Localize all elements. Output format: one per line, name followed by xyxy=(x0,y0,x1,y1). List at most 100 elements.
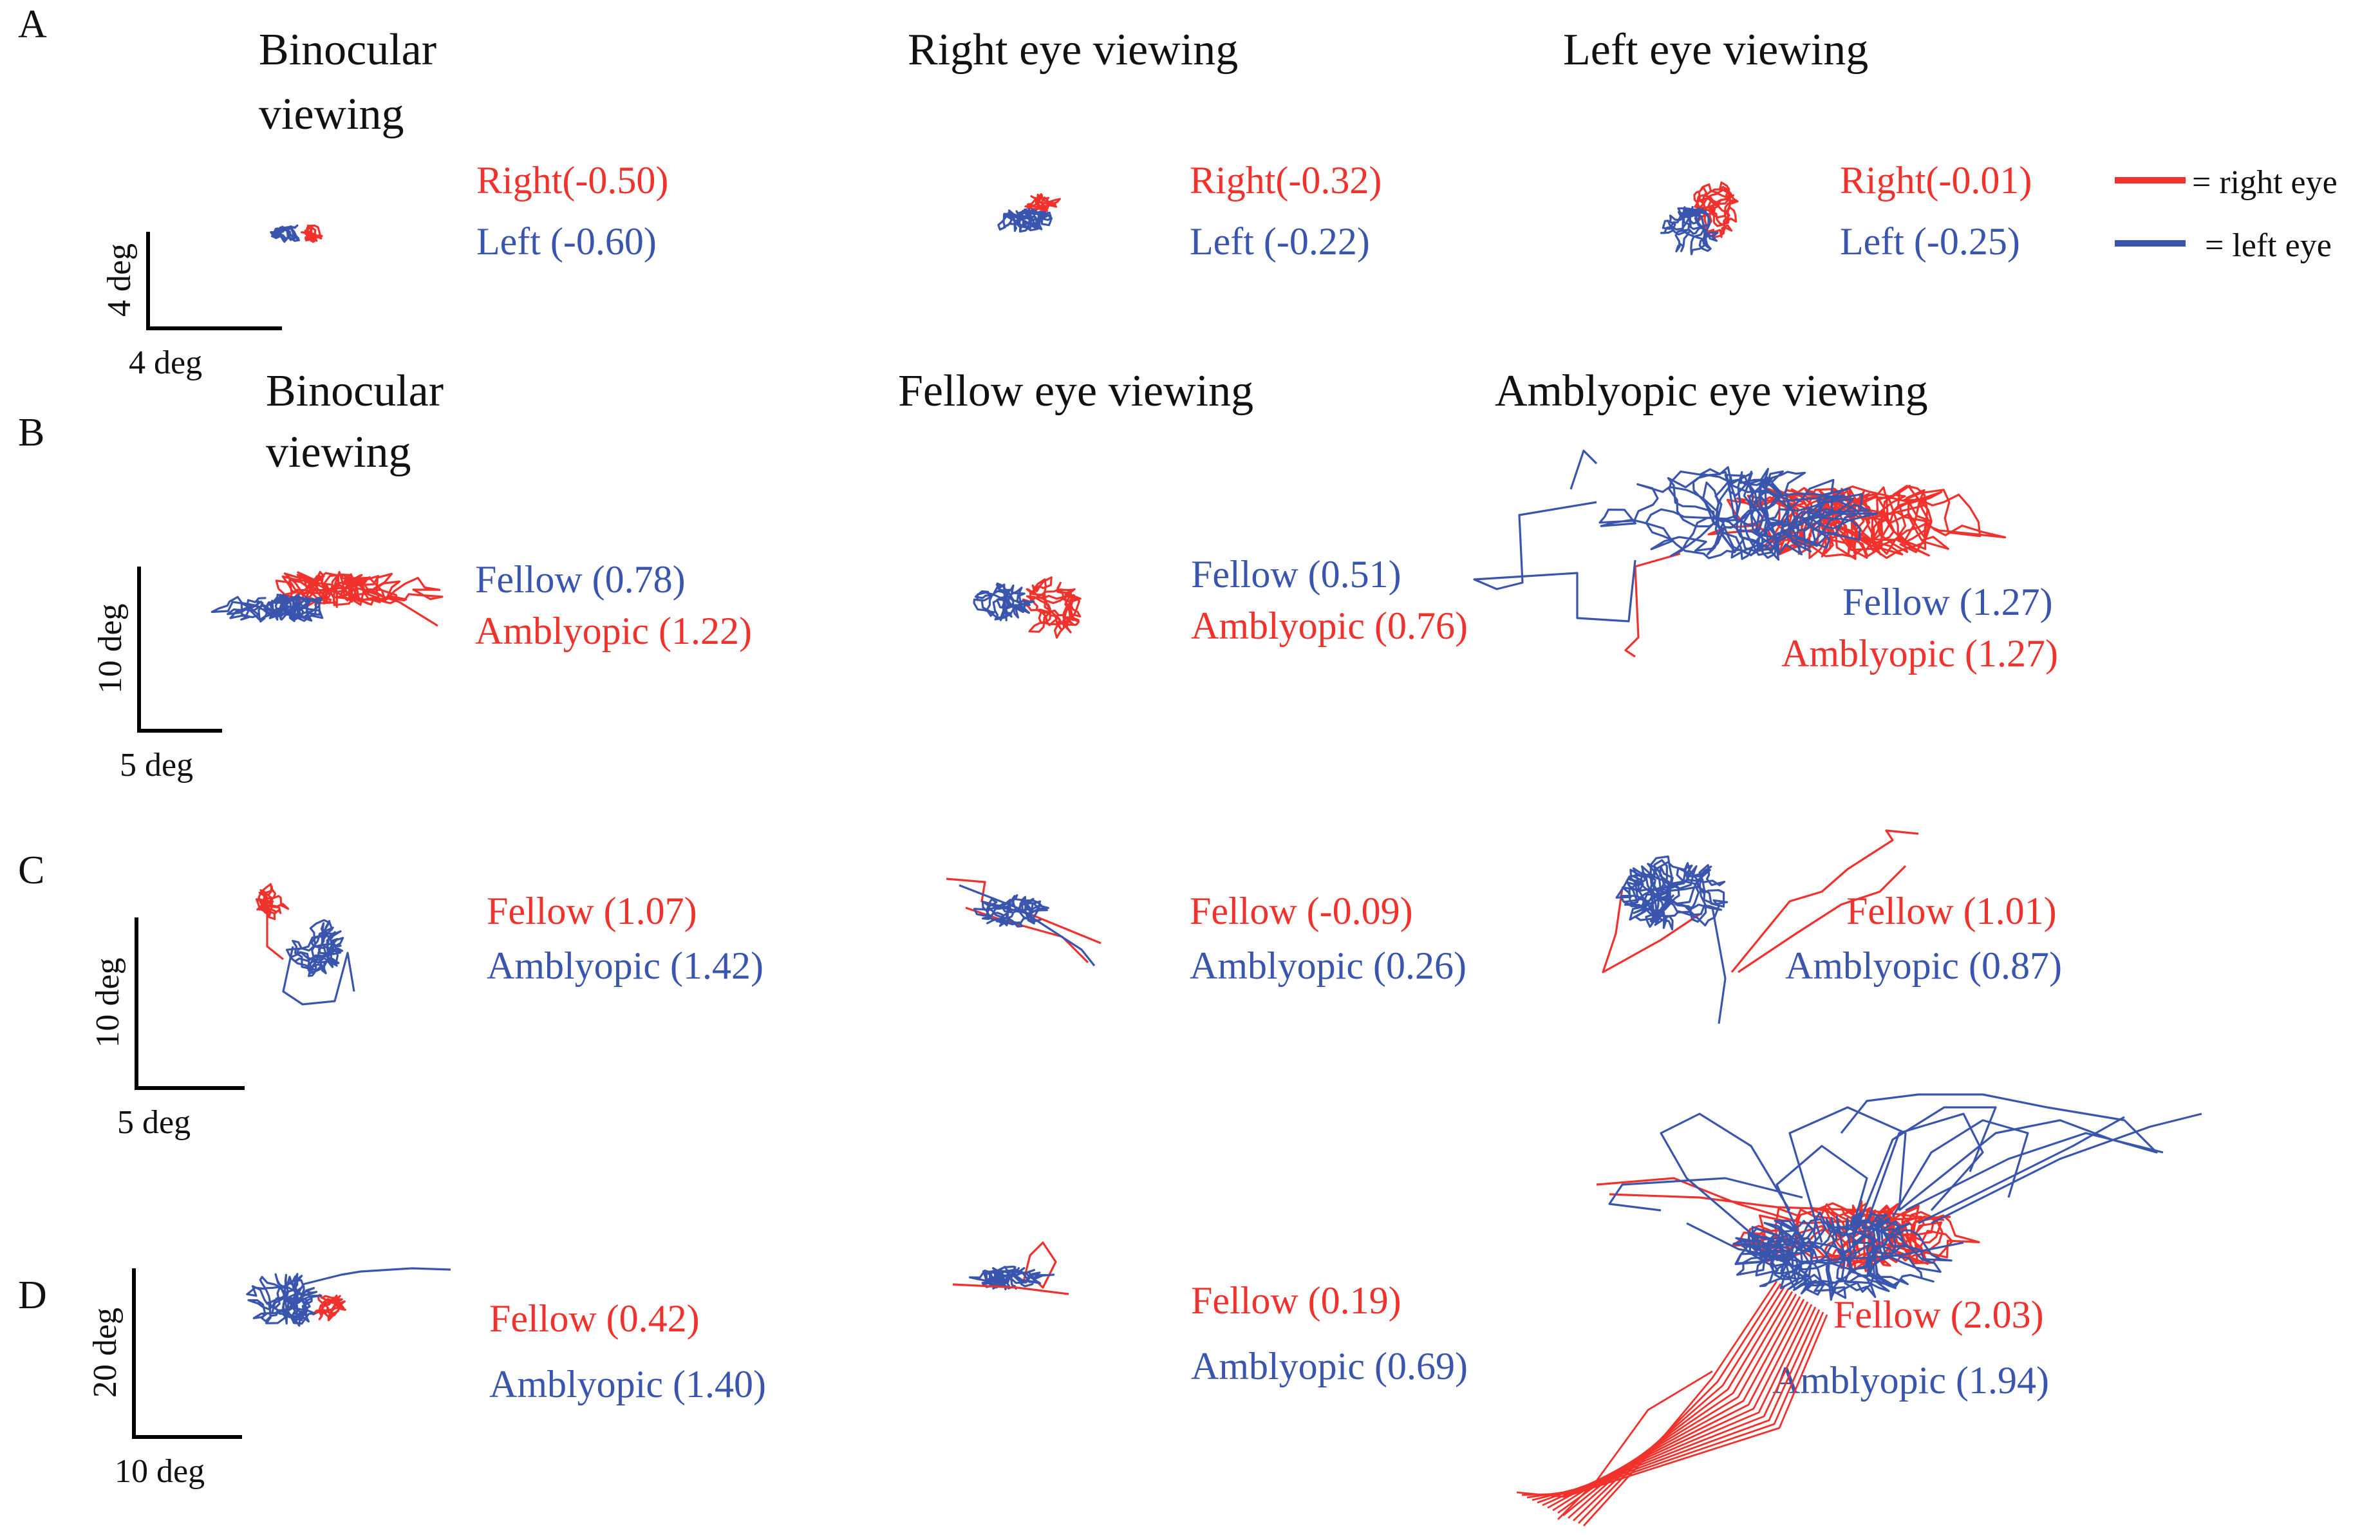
scale-bar-horizontal-label: 10 deg xyxy=(115,1453,205,1490)
trace-fellow-eye xyxy=(1609,1193,1945,1221)
trace-right-eye xyxy=(1691,181,1739,238)
scale-bar: 20 deg 10 deg xyxy=(87,1268,242,1490)
scale-bar-vertical-label: 4 deg xyxy=(101,243,138,317)
trace-amblyopic-eye xyxy=(1624,552,1681,658)
value-label: Amblyopic (1.42) xyxy=(487,944,764,987)
panel-letter: B xyxy=(18,411,44,455)
value-label: Right(-0.50) xyxy=(476,159,668,202)
column-title: Binocular xyxy=(266,366,444,416)
trace-fellow-eye xyxy=(946,878,1101,944)
trace-left-eye xyxy=(270,224,301,243)
scale-bar-line xyxy=(132,1268,242,1439)
scale-bar-vertical-label: 20 deg xyxy=(87,1308,124,1398)
column-title: Left eye viewing xyxy=(1563,25,1868,75)
value-label: Fellow (0.19) xyxy=(1191,1279,1401,1322)
trace-fellow-eye xyxy=(1730,829,1919,973)
trace-fellow-eye xyxy=(1598,466,1879,561)
panel-letter: D xyxy=(18,1273,47,1317)
trace-amblyopic-eye xyxy=(1686,1222,1964,1263)
value-label: Fellow (0.78) xyxy=(475,558,686,601)
column-title: viewing xyxy=(266,427,411,477)
trace-amblyopic-eye xyxy=(1608,1177,1803,1212)
trace-right-eye xyxy=(301,224,323,243)
trace-amblyopic-eye xyxy=(302,1267,451,1286)
trace-fellow-eye xyxy=(1557,1370,1713,1520)
trace-fellow-eye xyxy=(973,582,1035,622)
value-label: Amblyopic (1.27) xyxy=(1781,632,2058,675)
trace-amblyopic-eye xyxy=(959,884,1096,966)
value-label: Fellow (0.42) xyxy=(489,1297,700,1340)
column-title: Fellow eye viewing xyxy=(898,366,1253,416)
trace-amblyopic-eye xyxy=(1905,1132,2164,1212)
value-label: Fellow (1.01) xyxy=(1846,890,2057,932)
trace-amblyopic-eye xyxy=(1788,1106,1907,1243)
scale-bar-horizontal-label: 5 deg xyxy=(120,747,193,784)
legend-label: = right eye xyxy=(2192,164,2338,201)
trace-amblyopic-eye xyxy=(1853,1106,1997,1237)
trace-amblyopic-eye xyxy=(360,588,438,627)
trace-amblyopic-eye xyxy=(246,1273,323,1327)
value-label: Left (-0.25) xyxy=(1840,220,2020,263)
trace-amblyopic-eye xyxy=(1840,1093,2048,1134)
trace-fellow-eye xyxy=(1557,1293,1797,1514)
value-label: Fellow (1.07) xyxy=(487,890,697,932)
trace-amblyopic-eye xyxy=(285,919,344,977)
value-label: Amblyopic (0.26) xyxy=(1190,944,1466,987)
scale-bar-vertical-label: 10 deg xyxy=(92,603,129,693)
value-label: Right(-0.32) xyxy=(1190,159,1382,202)
scale-bar-horizontal-label: 5 deg xyxy=(117,1104,191,1141)
scale-bar-line xyxy=(137,567,222,733)
value-label: Fellow (0.51) xyxy=(1191,553,1401,596)
trace-right-eye xyxy=(1024,193,1061,213)
trace-fellow-eye xyxy=(952,1283,1069,1295)
trace-fellow-eye xyxy=(1577,1283,1782,1524)
trace-amblyopic-eye xyxy=(1866,1113,1984,1224)
value-label: Amblyopic (1.94) xyxy=(1772,1359,2049,1402)
trace-fellow-eye xyxy=(1547,1299,1805,1509)
value-label: Right(-0.01) xyxy=(1840,159,2032,202)
trace-fellow-eye xyxy=(1569,449,1598,490)
value-label: Amblyopic (0.69) xyxy=(1191,1345,1468,1387)
trace-fellow-eye xyxy=(255,883,290,921)
panel-c: C Fellow (1.07) Amblyopic (1.42) Fellow (-0… xyxy=(18,849,2062,1141)
scale-bar-vertical-label: 10 deg xyxy=(89,957,126,1047)
trace-fellow-eye xyxy=(266,908,284,961)
trace-amblyopic-eye xyxy=(1732,1210,1953,1301)
scale-bar-line xyxy=(146,232,282,330)
trace-fellow-eye xyxy=(1562,1291,1794,1517)
value-label: Fellow (2.03) xyxy=(1833,1293,2044,1336)
eye-traces xyxy=(211,181,2202,1526)
trace-amblyopic-eye xyxy=(274,570,444,608)
scale-bar: 10 deg 5 deg xyxy=(89,917,245,1141)
trace-left-eye xyxy=(1660,205,1719,256)
trace-amblyopic-eye xyxy=(973,894,1049,928)
column-title: Right eye viewing xyxy=(908,25,1238,75)
trace-fellow-eye xyxy=(1521,1311,1824,1496)
panel-letter: C xyxy=(18,849,44,892)
value-label: Amblyopic (0.87) xyxy=(1785,944,2062,987)
trace-fellow-eye xyxy=(1582,1281,1778,1526)
trace-fellow-eye xyxy=(1738,865,1907,973)
trace-fellow-eye xyxy=(1602,888,1700,973)
panel-letter: A xyxy=(18,3,47,46)
column-title: Amblyopic eye viewing xyxy=(1495,366,1928,416)
trace-fellow-eye xyxy=(1568,1288,1790,1519)
trace-amblyopic-eye xyxy=(282,946,355,1006)
trace-fellow-eye xyxy=(1526,1309,1821,1499)
value-label: Amblyopic (0.76) xyxy=(1191,605,1468,647)
trace-amblyopic-eye xyxy=(1707,485,2007,560)
trace-fellow-eye xyxy=(1730,1200,1980,1272)
value-label: Fellow (-0.09) xyxy=(1190,890,1413,932)
trace-fellow-eye xyxy=(1573,1286,1786,1522)
trace-amblyopic-eye xyxy=(1615,855,1729,931)
value-label: Amblyopic (1.40) xyxy=(489,1363,766,1405)
value-label: Left (-0.22) xyxy=(1190,220,1370,263)
trace-fellow-eye xyxy=(1516,1314,1828,1498)
panel-d: D Fellow (0.42) Amblyopic (1.40) Fellow (0.… xyxy=(18,1268,2049,1490)
trace-amblyopic-eye xyxy=(1711,907,1727,1024)
value-label: Amblyopic (1.22) xyxy=(475,610,752,652)
